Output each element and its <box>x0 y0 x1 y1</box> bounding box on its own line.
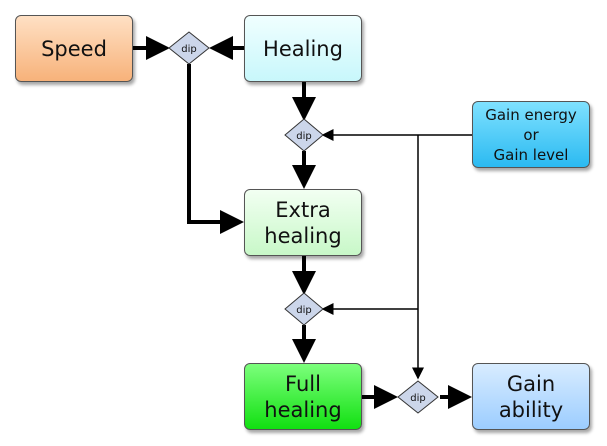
dip-node-4: dip <box>397 380 439 414</box>
speed-node: Speed <box>15 15 133 82</box>
edge-dip1-to-extra <box>187 64 244 234</box>
extra-healing-node: Extra healing <box>244 189 362 256</box>
dip-label-2: dip <box>296 131 311 142</box>
dip-label-1: dip <box>181 44 196 55</box>
dip-node-2: dip <box>284 118 324 152</box>
full-healing-node: Full healing <box>244 363 362 430</box>
gain-energy-or-level-node: Gain energy or Gain level <box>472 101 590 168</box>
dip-node-1: dip <box>168 31 210 65</box>
dip-label-3: dip <box>296 305 311 316</box>
dip-node-3: dip <box>284 292 324 326</box>
healing-node: Healing <box>244 15 362 82</box>
gain-ability-node: Gain ability <box>472 363 590 430</box>
dip-label-4: dip <box>410 393 425 404</box>
